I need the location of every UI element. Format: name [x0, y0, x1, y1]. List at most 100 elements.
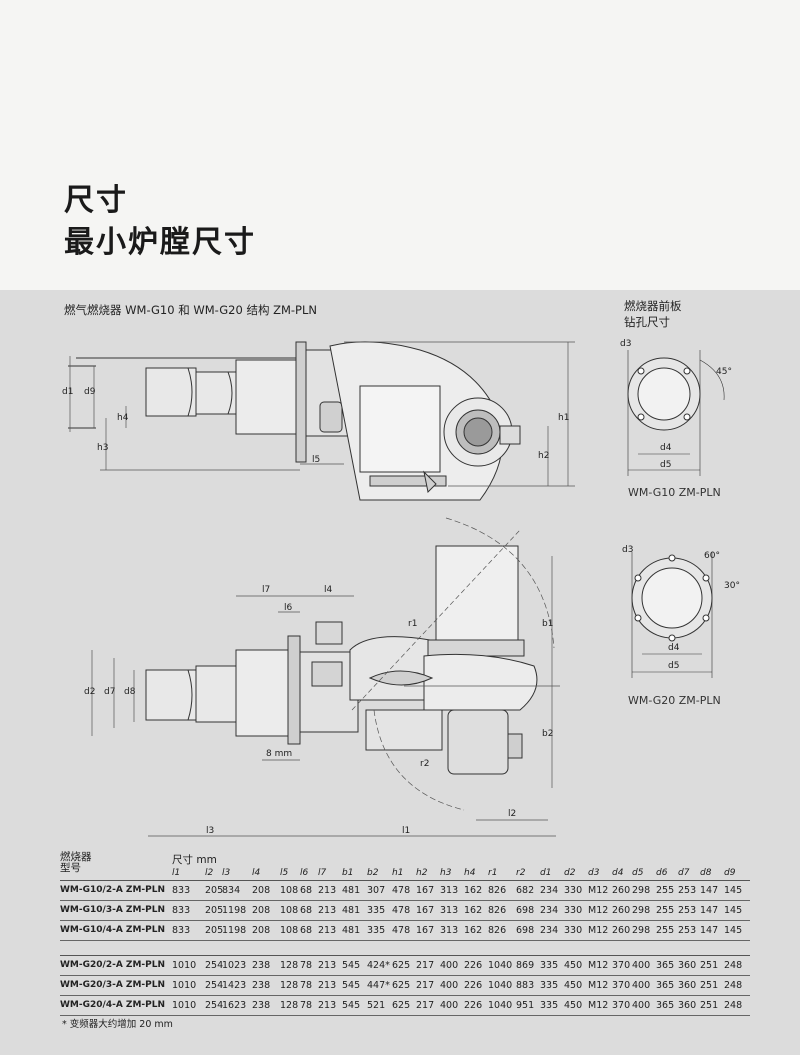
dim-b2: b2 [542, 729, 553, 739]
cell-d3: M12 [588, 925, 609, 936]
row-model: WM-G10/3-A ZM-PLN [60, 905, 165, 915]
dim-d4-g10: d4 [660, 443, 672, 453]
header-unit: 尺寸 mm [172, 854, 217, 866]
cell-l7: 213 [318, 925, 337, 936]
header-col-b1: b1 [342, 868, 354, 878]
flange-title: 燃烧器前板 钻孔尺寸 [624, 298, 682, 330]
cell-d2: 330 [564, 905, 583, 916]
header-col-h1: h1 [392, 868, 404, 878]
cell-b2: 424* [367, 960, 390, 971]
header-col-l5: l5 [280, 868, 289, 878]
cell-r2: 698 [516, 925, 535, 936]
cell-h2: 167 [416, 905, 435, 916]
header-col-d5: d5 [632, 868, 644, 878]
cell-l1: 1010 [172, 960, 197, 971]
header-col-l6: l6 [300, 868, 309, 878]
cell-d3: M12 [588, 980, 609, 991]
cell-d4: 260 [612, 925, 631, 936]
row-model: WM-G10/2-A ZM-PLN [60, 885, 165, 895]
cell-b2: 521 [367, 1000, 386, 1011]
cell-b2: 335 [367, 925, 386, 936]
cell-l2: 205 [205, 905, 224, 916]
cell-d4: 260 [612, 905, 631, 916]
cell-b2: 447* [367, 980, 390, 991]
dim-l3: l3 [206, 826, 214, 836]
cell-l4: 238 [252, 1000, 271, 1011]
dim-d2: d2 [84, 687, 95, 697]
row-model: WM-G10/4-A ZM-PLN [60, 925, 165, 935]
cell-d1: 234 [540, 905, 559, 916]
cell-d3: M12 [588, 960, 609, 971]
cell-d7: 360 [678, 1000, 697, 1011]
cell-d5: 400 [632, 980, 651, 991]
header-col-d4: d4 [612, 868, 624, 878]
cell-l3: 834 [222, 885, 241, 896]
cell-d7: 253 [678, 925, 697, 936]
cell-d7: 360 [678, 980, 697, 991]
cell-l2: 254 [205, 960, 224, 971]
cell-l3: 1023 [222, 960, 247, 971]
cell-h3: 313 [440, 885, 459, 896]
dim-d5-g10: d5 [660, 460, 671, 470]
cell-d7: 253 [678, 905, 697, 916]
cell-h2: 217 [416, 1000, 435, 1011]
cell-d4: 260 [612, 885, 631, 896]
cell-d1: 335 [540, 960, 559, 971]
header-col-d1: d1 [540, 868, 552, 878]
dim-d7: d7 [104, 687, 115, 697]
header-model-line-2: 型号 [60, 862, 81, 874]
dim-l7: l7 [262, 585, 270, 595]
cell-d8: 147 [700, 885, 719, 896]
cell-l4: 238 [252, 980, 271, 991]
header-col-l7: l7 [318, 868, 327, 878]
cell-b1: 545 [342, 980, 361, 991]
cell-r2: 869 [516, 960, 535, 971]
cell-l6: 68 [300, 925, 313, 936]
cell-h2: 167 [416, 885, 435, 896]
cell-l2: 205 [205, 925, 224, 936]
dim-d5-g20: d5 [668, 661, 679, 671]
cell-d1: 234 [540, 925, 559, 936]
header-col-l1: l1 [172, 868, 181, 878]
title-min-chamber: 最小炉膛尺寸 [64, 225, 256, 260]
cell-h4: 162 [464, 925, 483, 936]
cell-d8: 147 [700, 925, 719, 936]
cell-r2: 883 [516, 980, 535, 991]
cell-d1: 234 [540, 885, 559, 896]
cell-l2: 205 [205, 885, 224, 896]
cell-r1: 826 [488, 905, 507, 916]
cell-d7: 360 [678, 960, 697, 971]
angle-30: 30° [724, 581, 740, 591]
cell-d1: 335 [540, 980, 559, 991]
cell-d8: 251 [700, 980, 719, 991]
dim-h1: h1 [558, 413, 569, 423]
header-col-d7: d7 [678, 868, 690, 878]
cell-r2: 698 [516, 905, 535, 916]
cell-h1: 478 [392, 905, 411, 916]
cell-l5: 128 [280, 960, 299, 971]
cell-h1: 625 [392, 1000, 411, 1011]
cell-b1: 481 [342, 885, 361, 896]
header-col-h3: h3 [440, 868, 452, 878]
cell-d1: 335 [540, 1000, 559, 1011]
cell-h3: 400 [440, 960, 459, 971]
cell-d6: 365 [656, 980, 675, 991]
cell-h2: 217 [416, 980, 435, 991]
header-col-d9: d9 [724, 868, 736, 878]
cell-l5: 128 [280, 1000, 299, 1011]
dim-l4: l4 [324, 585, 333, 595]
cell-d8: 147 [700, 905, 719, 916]
cell-d9: 145 [724, 885, 743, 896]
cell-d3: M12 [588, 905, 609, 916]
cell-l4: 238 [252, 960, 271, 971]
dim-h4: h4 [117, 413, 129, 423]
table-footnote: * 变频器大约增加 20 mm [62, 1019, 173, 1030]
cell-l7: 213 [318, 885, 337, 896]
cell-d2: 450 [564, 1000, 583, 1011]
cell-d3: M12 [588, 1000, 609, 1011]
header-col-d3: d3 [588, 868, 600, 878]
